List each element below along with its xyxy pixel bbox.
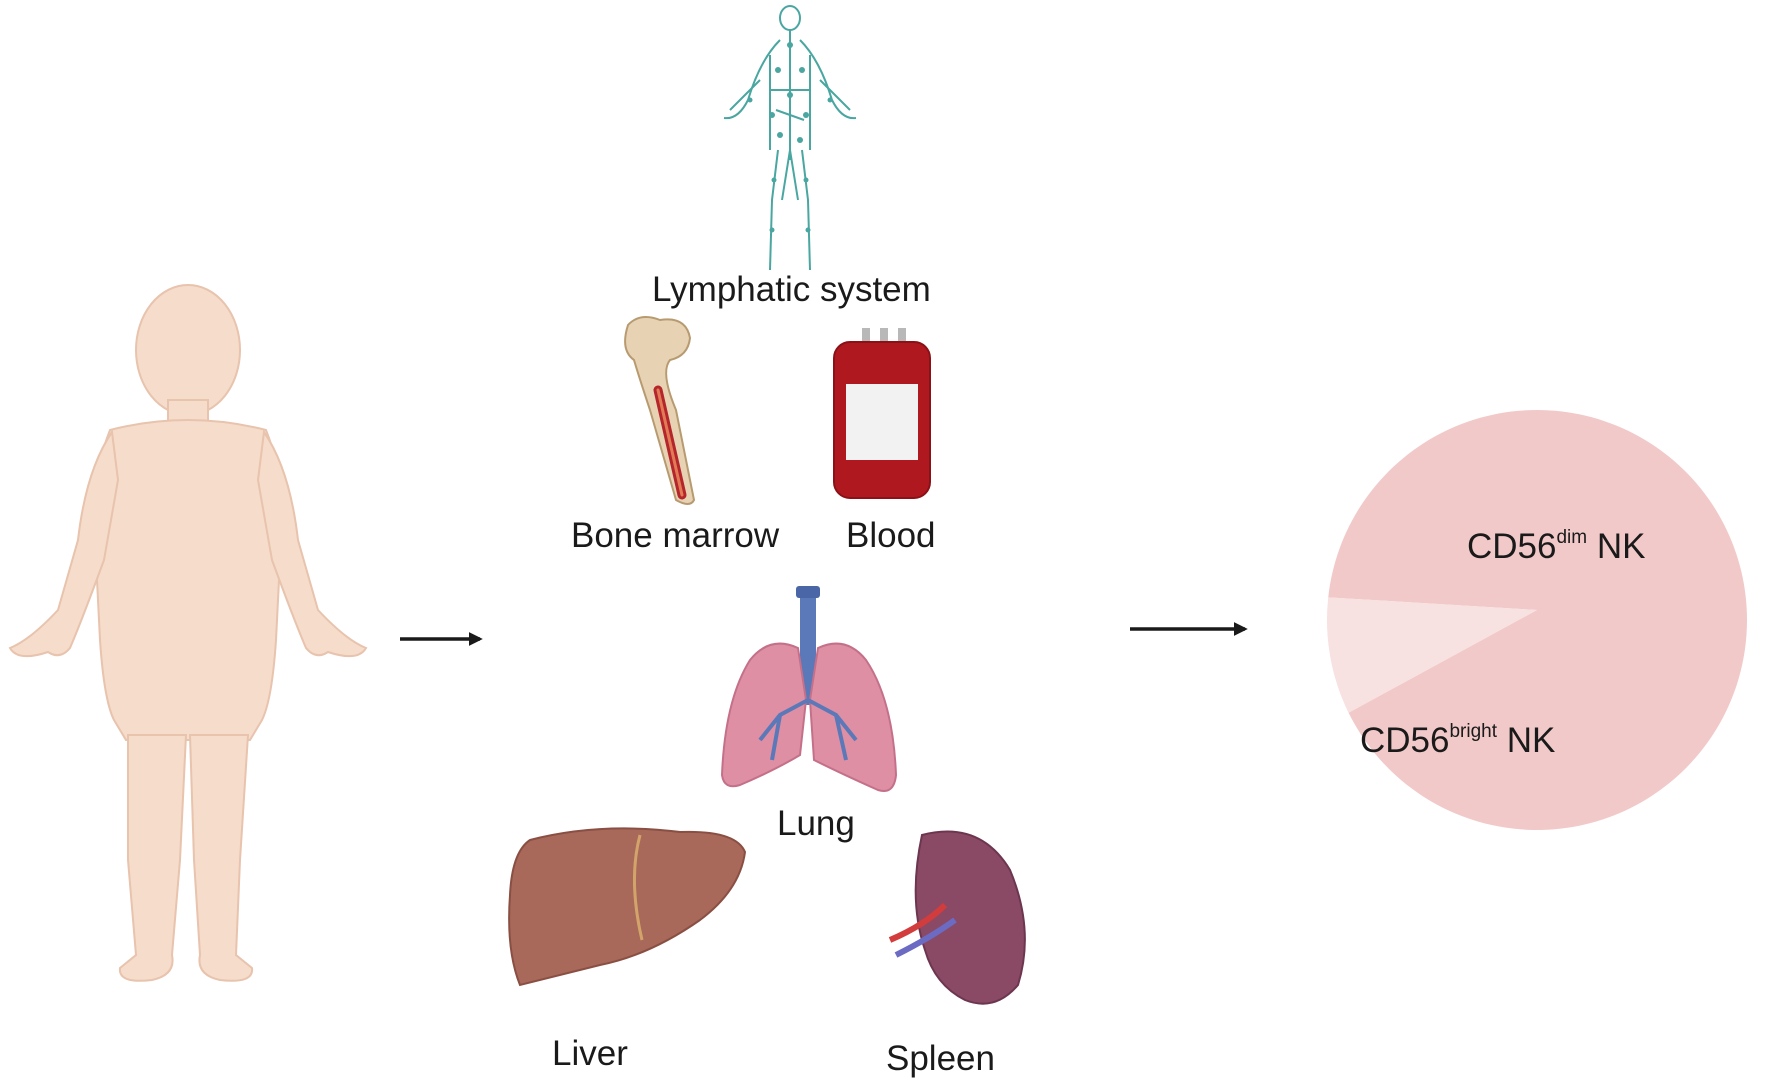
label-lymphatic-system: Lymphatic system: [652, 270, 931, 309]
pie-label-cd56-dim: CD56dim NK: [1467, 527, 1646, 566]
label-blood: Blood: [846, 516, 936, 555]
liver-illustration: [508, 827, 747, 987]
bone-marrow-illustration: [624, 315, 696, 505]
lymphatic-system-illustration: [723, 5, 857, 271]
label-lung: Lung: [777, 804, 855, 843]
nk-pie-chart: [1327, 410, 1747, 831]
pie-slice-cd56-dim: [1328, 410, 1747, 831]
lung-illustration: [720, 586, 898, 792]
label-spleen: Spleen: [886, 1039, 995, 1078]
pie-slice-cd56-bright: [1327, 597, 1537, 713]
spleen-illustration: [888, 830, 1026, 1005]
label-bone-marrow: Bone marrow: [571, 516, 780, 555]
pie-label-cd56-bright: CD56bright NK: [1360, 721, 1556, 760]
human-body-figure: [8, 284, 368, 982]
blood-bag-illustration: [833, 328, 931, 499]
label-liver: Liver: [552, 1034, 628, 1073]
